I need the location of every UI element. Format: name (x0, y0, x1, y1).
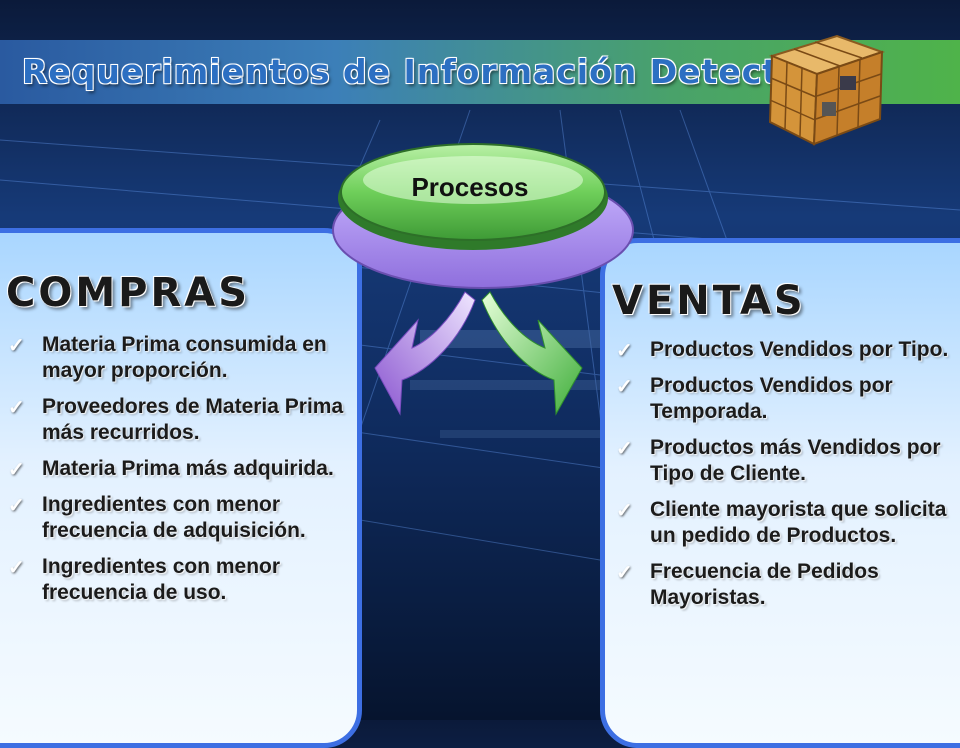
curved-arrow-icon (481, 291, 583, 416)
checkmark-icon: ✓ (616, 500, 633, 522)
list-item: ✓Materia Prima más adquirida. (8, 457, 334, 481)
list-item: ✓Ingredientes con menor frecuencia de us… (8, 555, 281, 604)
checkmark-icon: ✓ (8, 335, 25, 357)
cube-logo-icon (768, 34, 886, 146)
checkmark-icon: ✓ (616, 438, 633, 460)
list-item: ✓Productos más Vendidos por Tipo de Clie… (616, 436, 941, 485)
checkmark-icon: ✓ (8, 397, 25, 419)
list-item: ✓Productos Vendidos por Tipo. (616, 338, 949, 362)
list-item: ✓Frecuencia de Pedidos Mayoristas. (616, 560, 879, 609)
procesos-oval (332, 143, 634, 289)
list-item: ✓Productos Vendidos por Temporada. (616, 374, 893, 423)
ventas-list: ✓Productos Vendidos por Tipo. ✓Productos… (616, 337, 960, 621)
checkmark-icon: ✓ (616, 376, 633, 398)
checkmark-icon: ✓ (8, 495, 25, 517)
compras-list: ✓Materia Prima consumida en mayor propor… (8, 332, 368, 616)
checkmark-icon: ✓ (616, 562, 633, 584)
ventas-heading: VENTAS (612, 278, 806, 324)
procesos-label: Procesos (411, 172, 529, 202)
list-item: ✓Materia Prima consumida en mayor propor… (8, 333, 327, 382)
page-title: Requerimientos de Información Detectados (22, 52, 872, 91)
list-item: ✓Ingredientes con menor frecuencia de ad… (8, 493, 306, 542)
ventas-panel (600, 238, 960, 748)
arrows (374, 291, 583, 416)
checkmark-icon: ✓ (8, 557, 25, 579)
curved-arrow-icon (374, 291, 476, 416)
compras-panel (0, 228, 362, 748)
list-item: ✓Cliente mayorista que solicita un pedid… (616, 498, 947, 547)
list-item: ✓Proveedores de Materia Prima más recurr… (8, 395, 344, 444)
checkmark-icon: ✓ (8, 459, 25, 481)
checkmark-icon: ✓ (616, 340, 633, 362)
compras-heading: COMPRAS (6, 270, 251, 316)
